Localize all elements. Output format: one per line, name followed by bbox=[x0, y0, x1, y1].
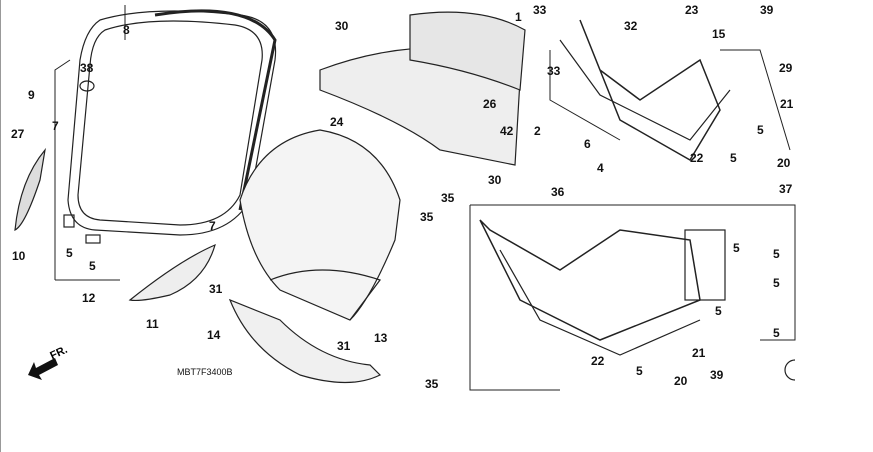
windscreen-inner bbox=[77, 20, 263, 226]
callout-36: 36 bbox=[551, 185, 565, 199]
callout-21: 21 bbox=[692, 346, 706, 360]
callout-22: 22 bbox=[591, 354, 605, 368]
callout-33: 33 bbox=[547, 64, 561, 78]
callout-5: 5 bbox=[773, 326, 780, 340]
under-cowl-14 bbox=[228, 298, 382, 384]
callout-35: 35 bbox=[441, 191, 455, 205]
callout-5: 5 bbox=[636, 364, 643, 378]
callout-5: 5 bbox=[715, 304, 722, 318]
callout-30: 30 bbox=[335, 19, 349, 33]
callout-11: 11 bbox=[146, 317, 159, 331]
callout-7: 7 bbox=[52, 119, 59, 133]
callout-12: 12 bbox=[82, 291, 96, 305]
callout-37: 37 bbox=[779, 182, 793, 196]
callout-13: 13 bbox=[374, 331, 388, 345]
clip-5a bbox=[63, 214, 75, 228]
callout-31: 31 bbox=[209, 282, 223, 296]
grommet-38 bbox=[79, 80, 95, 92]
callout-10: 10 bbox=[12, 249, 26, 263]
callout-5: 5 bbox=[757, 123, 764, 137]
stay-group-bracket-15 bbox=[549, 49, 791, 151]
callout-7: 7 bbox=[209, 219, 216, 233]
callout-27: 27 bbox=[11, 127, 25, 141]
diagram-code: MBT7F3400B bbox=[177, 367, 233, 377]
callout-30: 30 bbox=[488, 173, 502, 187]
callout-32: 32 bbox=[624, 19, 638, 33]
windscreen-rubber bbox=[154, 9, 277, 211]
callout-5: 5 bbox=[773, 247, 780, 261]
callout-15: 15 bbox=[712, 27, 726, 41]
front-arrow-icon bbox=[28, 358, 58, 380]
callout-5: 5 bbox=[773, 276, 780, 290]
upper-cowl-inner bbox=[269, 269, 381, 321]
callout-5: 5 bbox=[66, 246, 73, 260]
upper-cowl-13 bbox=[239, 129, 401, 321]
callout-20: 20 bbox=[777, 156, 791, 170]
clip-ring bbox=[784, 359, 796, 381]
callout-38: 38 bbox=[80, 61, 94, 75]
upper-stay bbox=[579, 19, 721, 162]
windscreen-group-bracket bbox=[54, 5, 126, 281]
callout-35: 35 bbox=[420, 210, 434, 224]
bracket-plate bbox=[684, 229, 726, 301]
callout-29: 29 bbox=[779, 61, 793, 75]
callout-9: 9 bbox=[28, 88, 35, 102]
image-border bbox=[0, 0, 1, 452]
callout-26: 26 bbox=[483, 97, 497, 111]
meter-panel-1 bbox=[409, 11, 526, 91]
callout-5: 5 bbox=[89, 259, 96, 273]
callout-5: 5 bbox=[733, 241, 740, 255]
callout-22: 22 bbox=[690, 151, 704, 165]
lower-stay bbox=[479, 219, 701, 341]
callout-39: 39 bbox=[760, 3, 774, 17]
callout-23: 23 bbox=[685, 3, 699, 17]
callout-2: 2 bbox=[534, 124, 541, 138]
callout-20: 20 bbox=[674, 374, 688, 388]
stay-group-box bbox=[469, 204, 796, 391]
lower-cover-11 bbox=[128, 243, 216, 302]
callout-39: 39 bbox=[710, 368, 724, 382]
callout-31: 31 bbox=[337, 339, 351, 353]
callout-6: 6 bbox=[584, 137, 591, 151]
upper-stay-2 bbox=[559, 39, 731, 141]
callout-33: 33 bbox=[533, 3, 547, 17]
clip-5b bbox=[85, 234, 101, 244]
callout-42: 42 bbox=[500, 124, 514, 138]
callout-4: 4 bbox=[597, 161, 604, 175]
callout-1: 1 bbox=[515, 10, 522, 24]
callout-8: 8 bbox=[123, 23, 130, 37]
side-cover-10 bbox=[14, 147, 46, 232]
callout-35: 35 bbox=[425, 377, 439, 391]
callout-14: 14 bbox=[207, 328, 221, 342]
lower-stay-2 bbox=[499, 249, 701, 356]
callout-5: 5 bbox=[730, 151, 737, 165]
callout-24: 24 bbox=[330, 115, 344, 129]
callout-21: 21 bbox=[780, 97, 794, 111]
